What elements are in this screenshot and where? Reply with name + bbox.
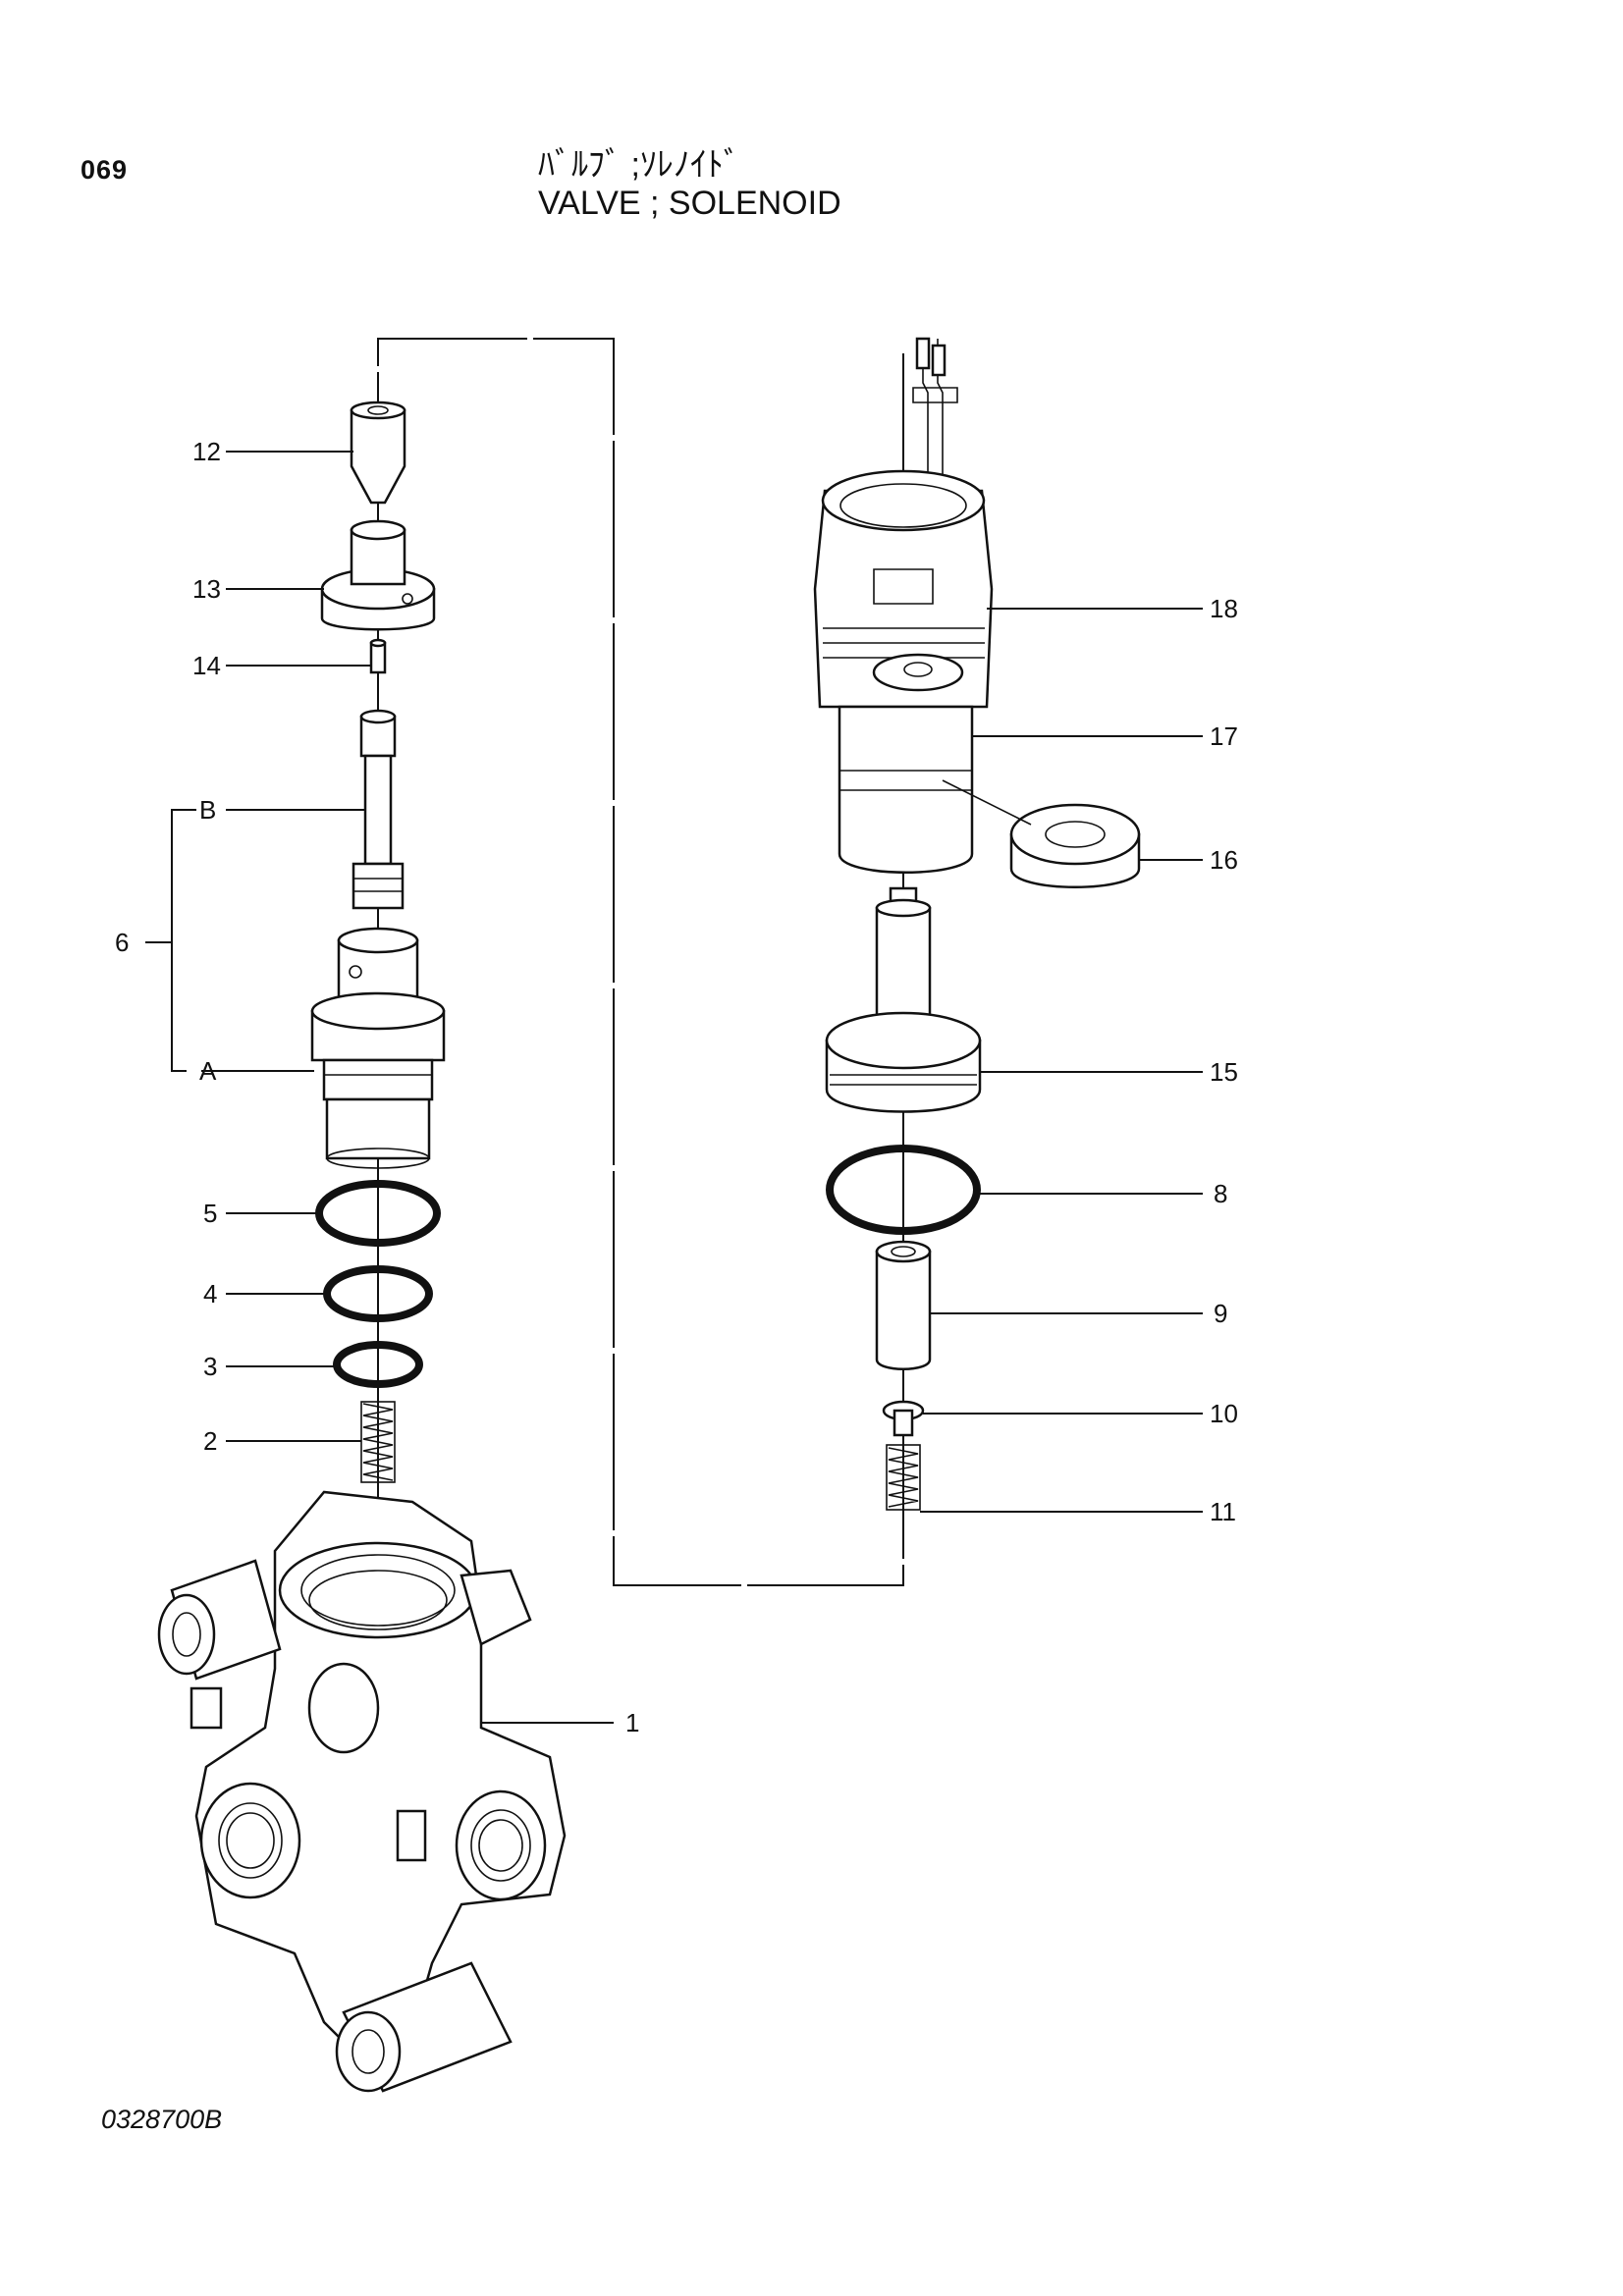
part-a-sleeve (310, 927, 446, 1169)
part-11-spring (886, 1444, 921, 1511)
part-10-check (882, 1400, 925, 1437)
callout-4: 4 (203, 1279, 217, 1308)
callout-9: 9 (1214, 1299, 1227, 1328)
callout-2: 2 (203, 1426, 217, 1456)
part-9-sleeve (875, 1240, 932, 1370)
title-english: VALVE ; SOLENOID (538, 185, 841, 222)
part-15-stem (825, 886, 982, 1113)
part-1-valve-body (157, 1490, 567, 2093)
part-12-pin (350, 400, 406, 505)
drawing-code: 0328700B (101, 2105, 223, 2134)
part-16-washer (942, 779, 1141, 888)
leader-lines (145, 451, 1203, 1724)
callout-6: 6 (115, 928, 129, 957)
page-number: 069 (81, 155, 129, 185)
callout-1: 1 (625, 1708, 639, 1737)
part-8-o-ring (826, 1145, 981, 1235)
callout-17: 17 (1210, 721, 1238, 751)
title-japanese: ﾊﾞﾙﾌﾞ ;ｿﾚﾉｲﾄﾞ (538, 146, 740, 184)
callout-b: B (199, 795, 216, 825)
callout-11: 11 (1210, 1497, 1236, 1526)
callout-14: 14 (192, 651, 221, 680)
callout-3: 3 (203, 1352, 217, 1381)
callout-8: 8 (1214, 1179, 1227, 1208)
part-17-coil (838, 705, 974, 874)
part-14-small-pin (369, 638, 387, 674)
callout-13: 13 (192, 574, 221, 604)
part-3-o-ring (333, 1341, 423, 1388)
callout-a: A (199, 1056, 217, 1086)
part-13-flange (320, 519, 436, 631)
callout-18: 18 (1210, 594, 1238, 623)
callout-10: 10 (1210, 1399, 1238, 1428)
callout-5: 5 (203, 1199, 217, 1228)
callout-12: 12 (192, 437, 221, 466)
callout-15: 15 (1210, 1057, 1238, 1087)
lead-wires (912, 337, 958, 535)
part-b-spool (352, 709, 405, 910)
part-18-nut (813, 469, 994, 709)
callout-16: 16 (1210, 845, 1238, 875)
